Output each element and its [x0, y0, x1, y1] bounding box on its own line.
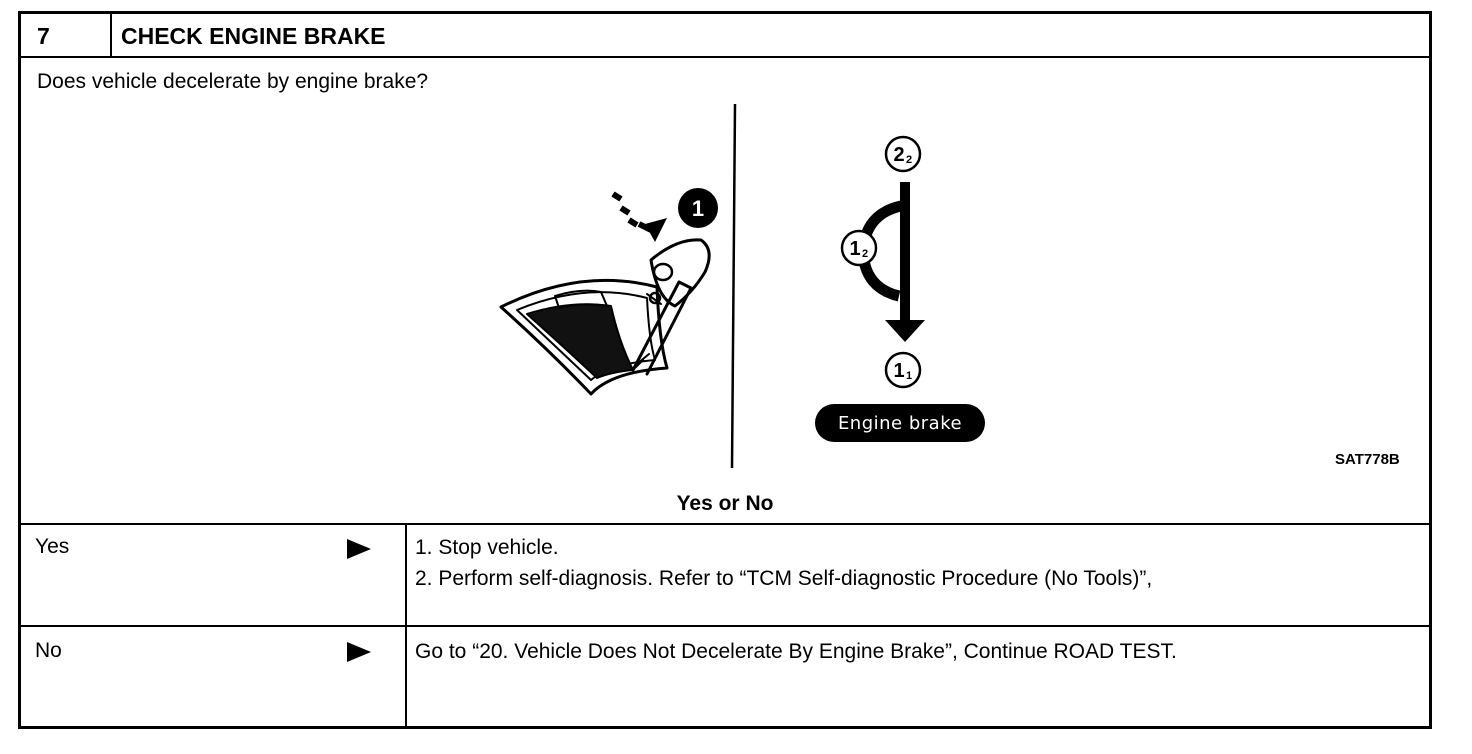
yes-or-no-prompt: Yes or No — [676, 492, 774, 515]
no-label: No — [35, 639, 62, 662]
answer-column-divider — [405, 523, 407, 729]
position-1-2-marker: 1 2 — [840, 229, 878, 267]
selector-lever-icon — [499, 238, 711, 396]
step-number: 7 — [37, 23, 50, 49]
yes-action-line-2: 2. Perform self-diagnosis. Refer to “TCM… — [415, 567, 1153, 590]
yes-action-line-1: 1. Stop vehicle. — [415, 536, 559, 559]
svg-text:1: 1 — [893, 360, 904, 382]
engine-brake-badge — [815, 404, 985, 442]
no-action-line-1: Go to “20. Vehicle Does Not Decelerate B… — [415, 640, 1177, 663]
position-2-2-marker: 2 2 — [884, 135, 922, 173]
position-1-1-marker: 1 1 — [884, 351, 922, 389]
callout-1-number: 1 — [692, 196, 704, 221]
svg-text:2: 2 — [893, 144, 904, 166]
svg-text:1: 1 — [906, 370, 912, 382]
step-number-divider — [110, 14, 112, 56]
yes-arrow-icon — [347, 539, 371, 559]
engine-brake-illustration: 1 2 2 1 2 1 1 Engine brake — [499, 103, 985, 469]
figure-divider — [730, 103, 737, 469]
answer-row-divider — [21, 625, 1429, 627]
procedure-table: 7 CHECK ENGINE BRAKE Does vehicle decele… — [18, 11, 1432, 729]
shift-down-arrowhead — [885, 320, 925, 342]
figure-code: SAT778B — [1335, 451, 1400, 468]
header-divider — [21, 56, 1429, 58]
callout-1-icon — [678, 188, 718, 228]
svg-text:2: 2 — [862, 248, 868, 260]
push-arrow-icon — [611, 191, 653, 233]
engine-brake-label: Engine brake — [838, 413, 962, 434]
step-title: CHECK ENGINE BRAKE — [121, 23, 386, 49]
question-text: Does vehicle decelerate by engine brake? — [37, 70, 429, 93]
push-arrowhead-icon — [645, 218, 667, 242]
prompt-divider — [21, 523, 1429, 525]
svg-text:2: 2 — [906, 154, 912, 166]
svg-text:1: 1 — [849, 238, 860, 260]
yes-label: Yes — [35, 535, 70, 558]
no-arrow-icon — [347, 642, 371, 662]
